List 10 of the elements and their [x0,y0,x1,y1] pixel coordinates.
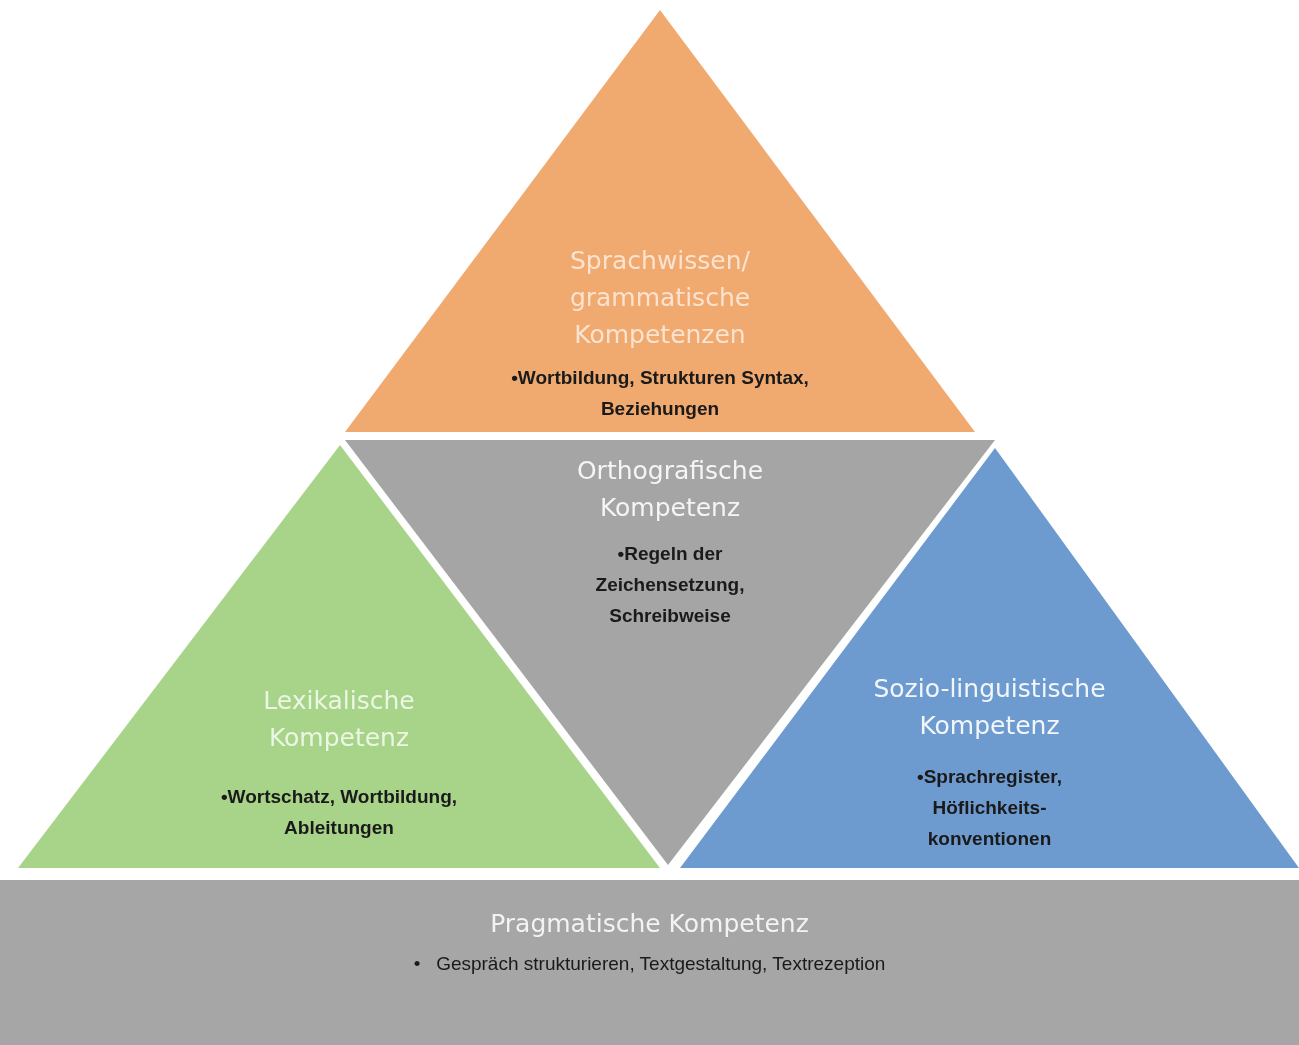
bullet-text: •Sprachregister, Höflichkeits- konventionen [916,765,1063,851]
competence-heading: Orthografische Kompetenz [575,455,765,524]
competence-heading: Lexikalische Kompetenz [262,685,416,754]
bullet-text: •Regeln der Zeichensetzung, Schreibweise [594,542,746,628]
bullet-text: •Wortschatz, Wortbildung, Ableitungen [219,785,458,840]
competence-heading: Sozio-linguistische Kompetenz [872,673,1107,742]
bullet-text: • Gespräch strukturieren, Textgestaltung, Textrezeption [412,952,887,976]
competence-heading: Pragmatische Kompetenz [489,908,810,940]
bullet-text: •Wortbildung, Strukturen Syntax, Beziehungen [510,366,810,421]
competence-heading: Sprachwissen/ grammatische Kompetenzen [568,245,752,351]
